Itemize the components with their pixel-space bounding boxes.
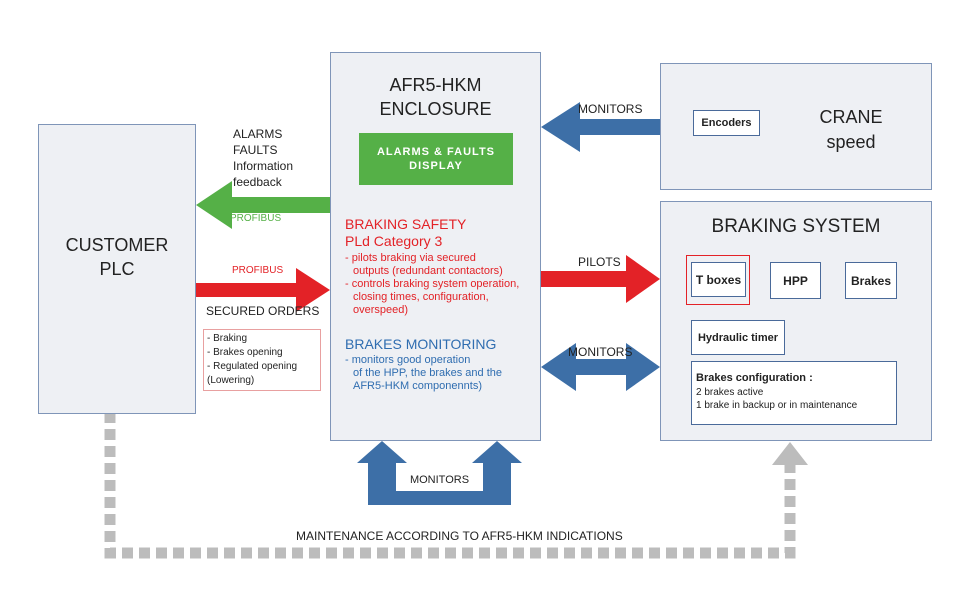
order-item-3: - Regulated opening — [207, 361, 298, 372]
alarms-label: ALARMS — [233, 127, 283, 141]
monitors-crane-arrow — [541, 102, 660, 152]
brakes-monitoring-title: BRAKES MONITORING — [345, 336, 497, 352]
secured-orders-label: SECURED ORDERS — [206, 304, 320, 318]
pilots-label: PILOTS — [578, 255, 621, 269]
hpp-label: HPP — [783, 273, 808, 288]
config-line2: 1 brake in backup or in maintenance — [696, 400, 858, 411]
braking-safety-title: BRAKING SAFETY — [345, 216, 467, 232]
maintenance-dashed-path — [104, 395, 796, 559]
config-title: Brakes configuration : — [696, 372, 813, 384]
crane-box: Encoders CRANE speed — [660, 63, 932, 190]
order-item-2: - Brakes opening — [207, 347, 283, 358]
monitoring-item-2: of the HPP, the brakes and the — [353, 367, 503, 379]
customer-title-line1: CUSTOMER — [65, 235, 169, 255]
t-boxes-outer-frame — [686, 255, 750, 305]
brakes-label: Brakes — [850, 273, 892, 288]
hydraulic-timer-label: Hydraulic timer — [697, 331, 779, 344]
encoders-box: Encoders — [693, 110, 760, 136]
feedback-label: feedback — [233, 175, 282, 189]
enclosure-title-line2: ENCLOSURE — [379, 99, 492, 119]
pilots-red-arrow — [541, 255, 660, 303]
display-line1: ALARMS & FAULTS — [376, 146, 496, 158]
orders-list-box: - Braking - Brakes opening - Regulated o… — [203, 329, 321, 391]
safety-item-3: - controls braking system operation, — [345, 278, 520, 290]
brakes-box: Brakes — [845, 262, 897, 299]
monitors-top-label: MONITORS — [578, 102, 643, 116]
monitors-bottom-label: MONITORS — [409, 474, 470, 486]
profibus-green-label: PROFIBUS — [230, 213, 282, 224]
enclosure-title-line1: AFR5-HKM — [389, 75, 482, 95]
safety-item-4: closing times, configuration, — [353, 291, 489, 303]
order-item-4: (Lowering) — [207, 375, 255, 386]
braking-safety-sub: PLd Category 3 — [345, 233, 443, 249]
customer-title-line2: PLC — [99, 259, 135, 279]
order-item-1: - Braking — [207, 333, 248, 344]
monitoring-item-1: - monitors good operation — [345, 354, 471, 366]
monitors-double-arrow — [541, 343, 660, 391]
monitoring-item-3: AFR5-HKM componennts) — [353, 380, 482, 392]
safety-item-1: - pilots braking via secured — [345, 252, 476, 264]
encoders-label: Encoders — [701, 117, 752, 129]
display-line2: DISPLAY — [409, 160, 463, 172]
crane-title-line2: speed — [826, 132, 876, 152]
t-boxes-label: T boxes — [695, 272, 742, 287]
profibus-red-label: PROFIBUS — [232, 265, 284, 276]
customer-plc-box: CUSTOMER PLC — [38, 124, 196, 414]
config-line1: 2 brakes active — [696, 387, 764, 398]
t-boxes-box: T boxes — [691, 262, 746, 297]
safety-item-2: outputs (redundant contactors) — [353, 265, 503, 277]
monitors-bottom-u-arrow — [357, 441, 522, 505]
brakes-config-box: Brakes configuration : 2 brakes active 1… — [691, 361, 897, 425]
braking-system-title: BRAKING SYSTEM — [711, 216, 881, 237]
faults-label: FAULTS — [233, 143, 278, 157]
safety-item-5: overspeed) — [353, 304, 409, 316]
alarms-faults-display: ALARMS & FAULTS DISPLAY — [359, 133, 513, 185]
hpp-box: HPP — [770, 262, 821, 299]
monitors-mid-label: MONITORS — [568, 345, 633, 359]
maintenance-arrow-head — [772, 442, 808, 465]
enclosure-box: AFR5-HKM ENCLOSURE ALARMS & FAULTS DISPL… — [330, 52, 541, 441]
information-label: Information — [233, 159, 294, 173]
crane-title-line1: CRANE — [819, 107, 883, 127]
profibus-green-arrow — [196, 181, 330, 229]
secured-orders-red-arrow — [196, 268, 330, 312]
maintenance-label: MAINTENANCE ACCORDING TO AFR5-HKM INDICA… — [296, 529, 623, 543]
hydraulic-timer-box: Hydraulic timer — [691, 320, 785, 355]
